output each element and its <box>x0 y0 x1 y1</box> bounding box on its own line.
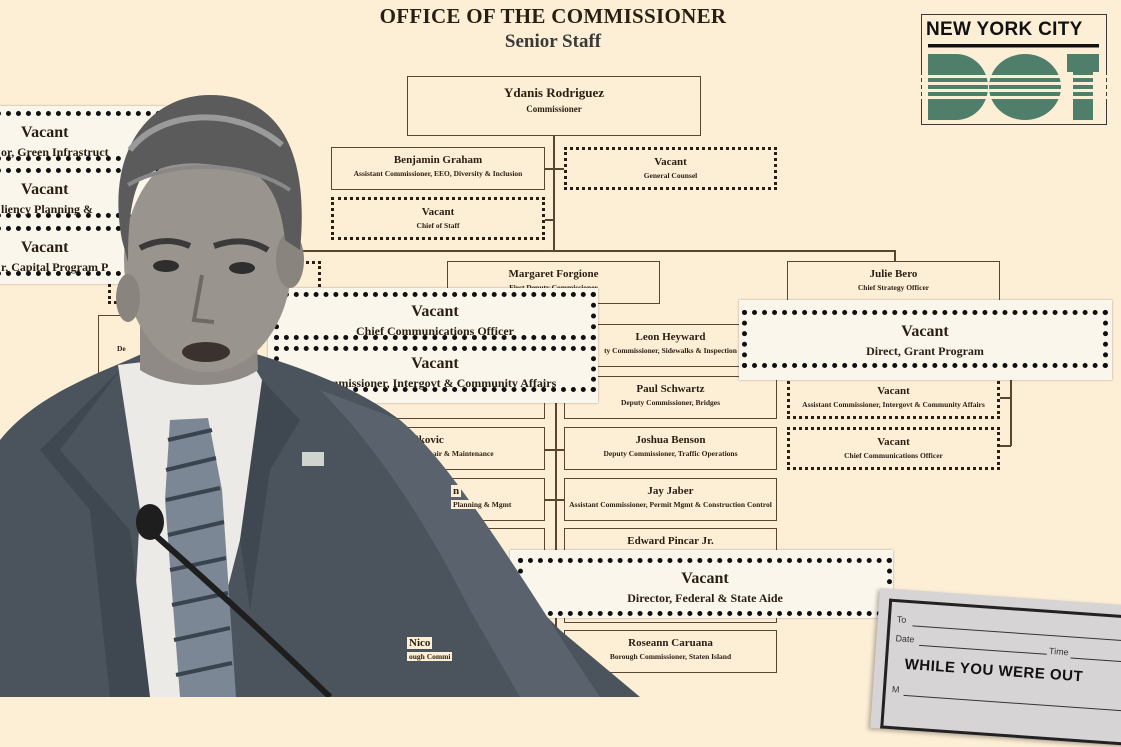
ear <box>116 274 140 322</box>
microphone <box>136 504 164 540</box>
box-role: Borough Commissioner, Staten Island <box>609 652 732 661</box>
connector-line <box>545 499 564 501</box>
connector-line <box>555 304 557 664</box>
memo-to-label: To <box>896 614 907 625</box>
box-name: Ydanis Rodriguez <box>503 85 605 100</box>
box-role: De <box>117 344 126 353</box>
org-box-chief-of-staff: Vacant Chief of Staff <box>331 197 545 240</box>
logo-text: NEW YORK CITY <box>926 19 1083 40</box>
org-box-commissioner: Ydanis Rodriguez Commissioner <box>407 76 701 136</box>
lapel-pin <box>302 452 324 466</box>
dot-logo-mark <box>920 43 1107 120</box>
page-title: OFFICE OF THE COMMISSIONER <box>379 4 727 28</box>
org-box-jaber: Jay Jaber Assistant Commissioner, Permit… <box>564 478 777 521</box>
box-role: Commissioner <box>526 104 582 114</box>
memo-time-label: Time <box>1048 645 1069 658</box>
org-box-caruana: Roseann Caruana Borough Commissioner, St… <box>564 630 777 673</box>
box-role: Direct, Grant Program <box>866 344 984 358</box>
box-name: Jay Jaber <box>647 485 694 497</box>
box-role: liency Planning & <box>1 202 94 216</box>
connector-line <box>553 136 555 251</box>
box-role: dway Repair & Maintenance <box>401 449 494 458</box>
box-name: Vacant <box>877 385 910 397</box>
box-role: Assistant Commissioner, Intergovt & Comm… <box>802 400 985 409</box>
org-box-general-counsel: Vacant General Counsel <box>564 147 777 190</box>
box-name: Nico <box>407 637 433 649</box>
box-name: Margaret Forgione <box>508 268 599 280</box>
box-role: First Deputy Commissioner <box>448 283 659 292</box>
box-role: ough Commi <box>407 652 453 661</box>
box-name: Benjamin Graham <box>393 154 483 166</box>
org-box-bero: Julie Bero Chief Strategy Officer <box>787 261 1000 304</box>
box-role: Chief Communications Officer <box>844 451 943 460</box>
vacant-box: Vacant Direct, Grant Program <box>742 310 1108 368</box>
box-name: Edward Pincar Jr. <box>627 535 714 547</box>
while-you-were-out-memo: To Date Time M WHILE YOU WERE OUT <box>870 588 1121 747</box>
nyc-dot-logo: NEW YORK CITY <box>920 14 1107 125</box>
box-role: Assistant Commissioner, EEO, Diversity &… <box>353 169 523 178</box>
vacant-box: Vacant r, Capital Program P <box>0 226 161 276</box>
box-name: n <box>451 485 462 497</box>
org-box-benson: Joshua Benson Deputy Commissioner, Traff… <box>564 427 777 470</box>
overlay-card-bottom: Vacant Director, Federal & State Aide <box>510 550 893 618</box>
box-name: Vacant <box>21 181 69 198</box>
connector-line <box>545 219 554 221</box>
vacant-box: Vacant Commissioner, Intergovt & Communi… <box>274 346 596 392</box>
org-box-cco-vacant: Vacant Chief Communications Officer <box>787 427 1000 470</box>
box-role: Deputy Commissioner, Bridges <box>620 398 721 407</box>
box-role: Deputy Commissioner, Traffic Operations <box>603 449 738 458</box>
box-role: Chief Strategy Officer <box>857 283 930 292</box>
connector-line <box>1000 397 1011 399</box>
box-name: Joshua Benson <box>635 434 706 446</box>
box-name: Vacant <box>901 323 949 340</box>
connector-line <box>545 449 564 451</box>
box-name: Vacant <box>654 156 687 168</box>
box-name: Vacant <box>877 436 910 448</box>
page-subtitle: Senior Staff <box>504 31 602 52</box>
connector-line <box>545 168 564 170</box>
box-role: Assistant Commissioner, Permit Mgmt & Co… <box>569 500 772 509</box>
box-role: Chief Communications Officer <box>356 324 514 338</box>
memo-date-label: Date <box>895 633 915 645</box>
box-role: ty Commissioner, Sidewalks & Inspection <box>604 346 737 355</box>
box-name: Vacant <box>421 206 455 218</box>
overlay-card-right: Vacant Direct, Grant Program <box>739 300 1112 380</box>
box-role: r, Capital Program P <box>1 260 109 274</box>
box-role: Planning & Mgmt <box>451 500 514 509</box>
box-name: Vacant <box>21 239 69 256</box>
box-name: Julie Bero <box>869 268 918 280</box>
box-role: General Counsel <box>643 171 698 180</box>
box-name: Roseann Caruana <box>628 637 713 649</box>
box-name: Vacant <box>681 570 729 587</box>
box-name: Vacant <box>21 124 69 141</box>
connector-line <box>110 250 895 252</box>
box-role: or, Green Infrastruct <box>1 145 109 159</box>
org-box-intergov-vacant: Vacant Assistant Commissioner, Intergovt… <box>787 376 1000 419</box>
hair <box>118 95 302 262</box>
org-box-graham: Benjamin Graham Assistant Commissioner, … <box>331 147 545 190</box>
org-box-schwartz: Paul Schwartz Deputy Commissioner, Bridg… <box>564 376 777 419</box>
box-name: Vacant <box>411 303 459 320</box>
vacant-box: Vacant liency Planning & <box>0 168 161 218</box>
box-role: Director, Federal & State Aide <box>627 591 783 605</box>
box-name: Leon Heyward <box>635 331 706 343</box>
face <box>124 148 292 372</box>
box-role: Commissioner, Intergovt & Community Affa… <box>313 376 557 390</box>
commissioner-photo <box>0 95 640 697</box>
connector-line <box>1000 445 1011 447</box>
box-role: Chief of Staff <box>416 221 460 230</box>
connector-line <box>894 250 896 261</box>
box-name: Paul Schwartz <box>636 383 705 395</box>
box-name: Vacant <box>411 355 459 372</box>
memo-m-label: M <box>891 684 900 695</box>
